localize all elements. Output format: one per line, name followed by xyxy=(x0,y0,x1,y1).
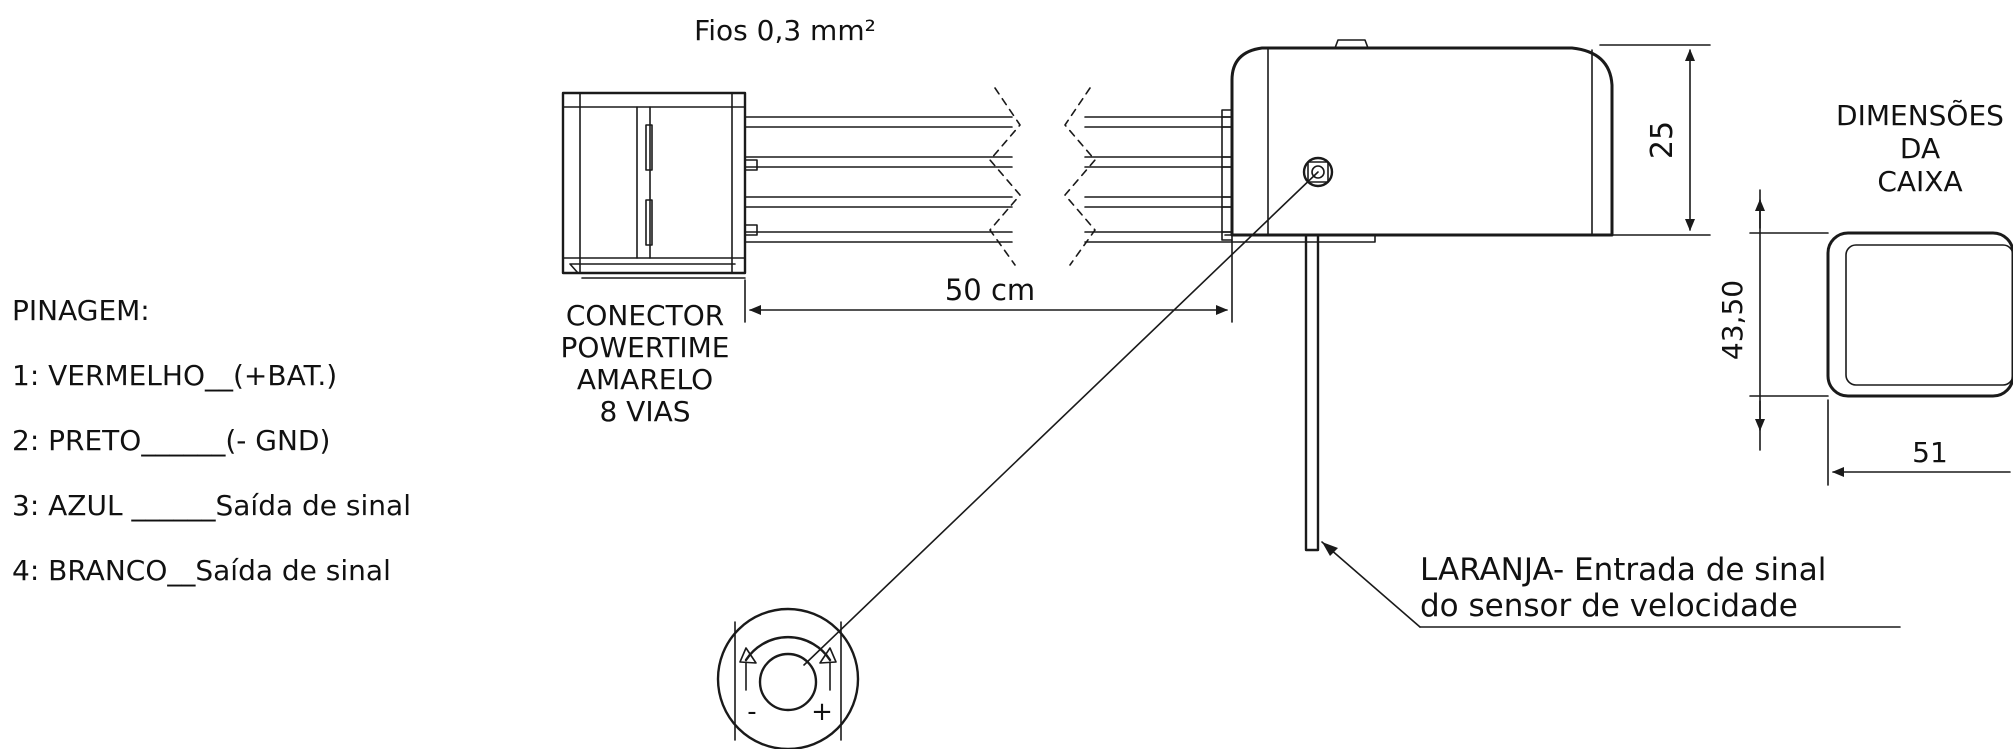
orange-wire-note-line-1: LARANJA- Entrada de sinal xyxy=(1420,552,1826,588)
pinout-list: PINAGEM: 1: VERMELHO__(+BAT.) 2: PRETO__… xyxy=(12,294,411,587)
length-dimension-value: 50 cm xyxy=(945,273,1035,307)
pinout-item: 2: PRETO______(- GND) xyxy=(12,424,330,457)
box-dimensions-title-line-1: DIMENSÕES xyxy=(1836,98,2004,132)
box-height-dimension-value: 43,50 xyxy=(1716,280,1749,360)
pinout-item: 3: AZUL ______Saída de sinal xyxy=(12,489,411,522)
box-dimensions-title: DIMENSÕES DA CAIXA xyxy=(1836,98,2004,198)
box-dimensions-title-line-3: CAIXA xyxy=(1877,165,1962,198)
connector-drawing xyxy=(561,91,758,279)
orange-wire-note-line-2: do sensor de velocidade xyxy=(1420,588,1798,624)
connector-label-line-4: 8 VIAS xyxy=(599,395,690,428)
connector-label-line-1: CONECTOR xyxy=(566,299,724,332)
connector-label: CONECTOR POWERTIME AMARELO 8 VIAS xyxy=(561,299,730,428)
connector-label-line-2: POWERTIME xyxy=(561,331,730,364)
pinout-item: 1: VERMELHO__(+BAT.) xyxy=(12,359,337,392)
connector-label-line-3: AMARELO xyxy=(577,363,713,396)
box-dimensions-title-line-2: DA xyxy=(1900,132,1940,165)
pinout-item: 4: BRANCO__Saída de sinal xyxy=(12,554,391,587)
box-width-dimension-value: 51 xyxy=(1912,436,1948,469)
knob-minus-symbol: - xyxy=(747,697,756,727)
detail-leader-line xyxy=(803,171,1319,666)
module-side-view xyxy=(1221,39,1614,552)
wire-bundle-left xyxy=(744,116,1013,243)
box-top-view xyxy=(1749,189,2013,486)
wire-bundle-right xyxy=(1084,116,1233,243)
wires-label: Fios 0,3 mm² xyxy=(694,14,876,47)
pinout-title: PINAGEM: xyxy=(12,294,150,327)
orange-wire-callout xyxy=(1321,541,1901,628)
height-dimension xyxy=(1599,44,1711,236)
potentiometer-detail xyxy=(716,607,860,749)
knob-plus-symbol: + xyxy=(811,697,833,727)
height-dimension-value: 25 xyxy=(1645,121,1680,159)
